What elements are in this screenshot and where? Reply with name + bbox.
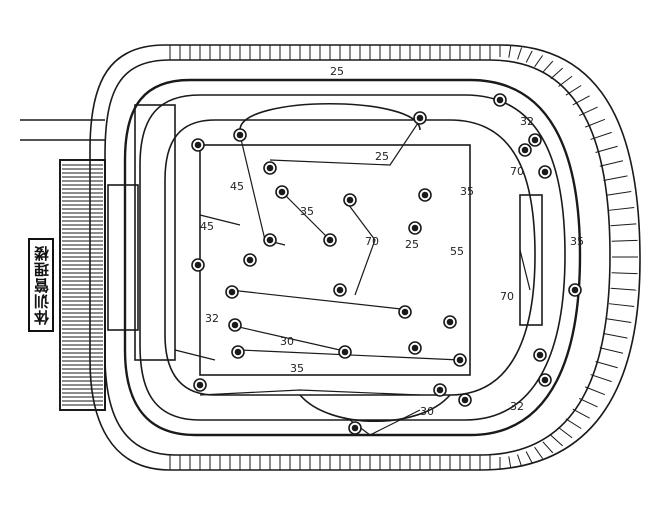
label-15: 35 — [570, 235, 584, 248]
label-1: 25 — [375, 150, 389, 163]
field-boundary — [164, 119, 536, 396]
sprinkler-node-center — [278, 188, 286, 196]
sprinkler-node-center — [266, 164, 274, 172]
sprinkler-node-center — [536, 351, 544, 359]
track-outer — [123, 78, 582, 437]
sprinkler-node-center — [521, 146, 529, 154]
sprinkler-node-center — [346, 196, 354, 204]
sprinkler-node-center — [234, 348, 242, 356]
sprinkler-node-center — [231, 321, 239, 329]
sprinkler-node-center — [496, 96, 504, 104]
label-13: 32 — [510, 400, 524, 413]
building-sign: 体训管理楼 — [28, 238, 54, 332]
left-building — [59, 159, 106, 411]
label-7: 55 — [450, 245, 464, 258]
sprinkler-node-center — [461, 396, 469, 404]
label-17: 25 — [330, 65, 344, 78]
sprinkler-node-center — [236, 131, 244, 139]
sprinkler-node-center — [446, 318, 454, 326]
label-18: 32 — [520, 115, 534, 128]
sprinkler-node-center — [541, 376, 549, 384]
sprinkler-node-center — [246, 256, 254, 264]
label-2: 45 — [230, 180, 244, 193]
sprinkler-node-center — [336, 286, 344, 294]
outer-ring — [89, 44, 641, 471]
sprinkler-node-center — [196, 381, 204, 389]
arc-bottom — [299, 394, 451, 423]
sprinkler-node-center — [194, 261, 202, 269]
track-inner — [139, 94, 566, 421]
sprinkler-node-center — [411, 344, 419, 352]
sprinkler-node-center — [351, 424, 359, 432]
sprinkler-node-center — [541, 168, 549, 176]
label-12: 30 — [420, 405, 434, 418]
label-16: 35 — [460, 185, 474, 198]
left-stand — [134, 104, 176, 361]
arc-top — [239, 102, 421, 131]
label-4: 45 — [200, 220, 214, 233]
label-10: 30 — [280, 335, 294, 348]
sprinkler-node-center — [421, 191, 429, 199]
label-5: 25 — [405, 238, 419, 251]
sprinkler-node-center — [436, 386, 444, 394]
label-14: 70 — [510, 165, 524, 178]
sprinkler-node-center — [571, 286, 579, 294]
sprinkler-node-center — [416, 114, 424, 122]
label-9: 32 — [205, 312, 219, 325]
sprinkler-node-center — [266, 236, 274, 244]
sprinkler-node-center — [341, 348, 349, 356]
right-bar — [519, 194, 543, 326]
sprinkler-node-center — [194, 141, 202, 149]
label-11: 35 — [290, 362, 304, 375]
label-3: 35 — [300, 205, 314, 218]
label-8: 70 — [500, 290, 514, 303]
outer-ring-inner — [104, 59, 611, 456]
sprinkler-node-center — [326, 236, 334, 244]
sprinkler-node-center — [531, 136, 539, 144]
building-sign-text: 体训管理楼 — [32, 245, 51, 325]
sprinkler-node-center — [456, 356, 464, 364]
sprinkler-node-center — [411, 224, 419, 232]
label-6: 70 — [365, 235, 379, 248]
sprinkler-node-center — [228, 288, 236, 296]
sprinkler-node-center — [401, 308, 409, 316]
